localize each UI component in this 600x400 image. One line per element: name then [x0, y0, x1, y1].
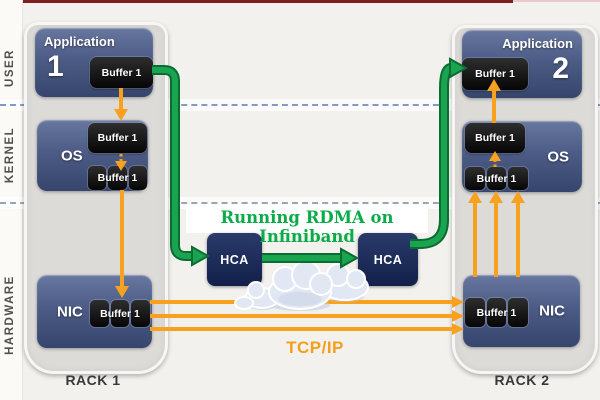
- top-accent-bar: [0, 0, 513, 3]
- buffer-cell: [90, 300, 109, 327]
- rack2-os-buffer-top: Buffer 1: [465, 123, 525, 153]
- user-kernel-divider: [0, 104, 600, 106]
- layer-label-hardware: HARDWARE: [4, 275, 16, 355]
- buffer-cell: [108, 166, 127, 190]
- rack2-nic-title: NIC: [539, 302, 565, 320]
- buffer-cell: [465, 167, 485, 190]
- buffer-cell: [486, 298, 507, 327]
- tcpip-line: [150, 314, 453, 331]
- buffer-cell: [508, 167, 529, 190]
- rack2-os-buffer-bottom-label: Buffer 1: [476, 172, 517, 185]
- tcpip-label: TCP/IP: [286, 338, 344, 357]
- buffer-cell: [508, 298, 529, 327]
- rack2-application-title: Application: [502, 36, 573, 51]
- buffer-cell: [110, 300, 130, 327]
- buffer-cell: [131, 300, 151, 327]
- rdma-caption: Running RDMA on Infiniband: [220, 208, 394, 246]
- rack1-label: RACK 1: [65, 372, 121, 388]
- rack2-nic-buffer-label: Buffer 1: [476, 306, 517, 319]
- rdma-caption-band: [186, 205, 428, 233]
- rack2-app-buffer: Buffer 1: [462, 58, 528, 90]
- rack1-app-buffer: Buffer 1: [90, 57, 153, 88]
- rack2-label: RACK 2: [494, 372, 550, 388]
- rack1-host-number: 1: [47, 50, 64, 83]
- buffer-cell: [486, 167, 507, 190]
- rdma-arrowhead: [340, 247, 360, 269]
- rack1-nic-title: NIC: [57, 303, 83, 320]
- kernel-hardware-divider: [0, 202, 600, 204]
- rack1-os-buffer-top: Buffer 1: [88, 123, 147, 153]
- rdma-arrowhead: [191, 245, 211, 267]
- layer-label-kernel: KERNEL: [4, 126, 16, 184]
- buffer-cell: [128, 166, 147, 190]
- rack2-host-number: 2: [552, 52, 569, 85]
- rack1-os-title: OS: [61, 147, 83, 164]
- rack2-os-buffer-bottom: Buffer 1: [465, 167, 529, 190]
- rack2-os-title: OS: [547, 148, 569, 165]
- rack2-nic-buffer: Buffer 1: [465, 298, 529, 327]
- rack1-os-buffer-bottom-label: Buffer 1: [97, 172, 138, 184]
- rack1-application-title: Application: [44, 34, 115, 49]
- top-accent-bar-faint: [513, 0, 600, 2]
- rack1-nic-buffer-label: Buffer 1: [100, 307, 140, 320]
- rack1-os-buffer-bottom: Buffer 1: [88, 166, 147, 190]
- rack1-nic-buffer: Buffer 1: [90, 300, 151, 327]
- buffer-cell: [465, 298, 485, 327]
- hca-left-box: HCA: [207, 233, 262, 286]
- buffer-cell: [88, 166, 107, 190]
